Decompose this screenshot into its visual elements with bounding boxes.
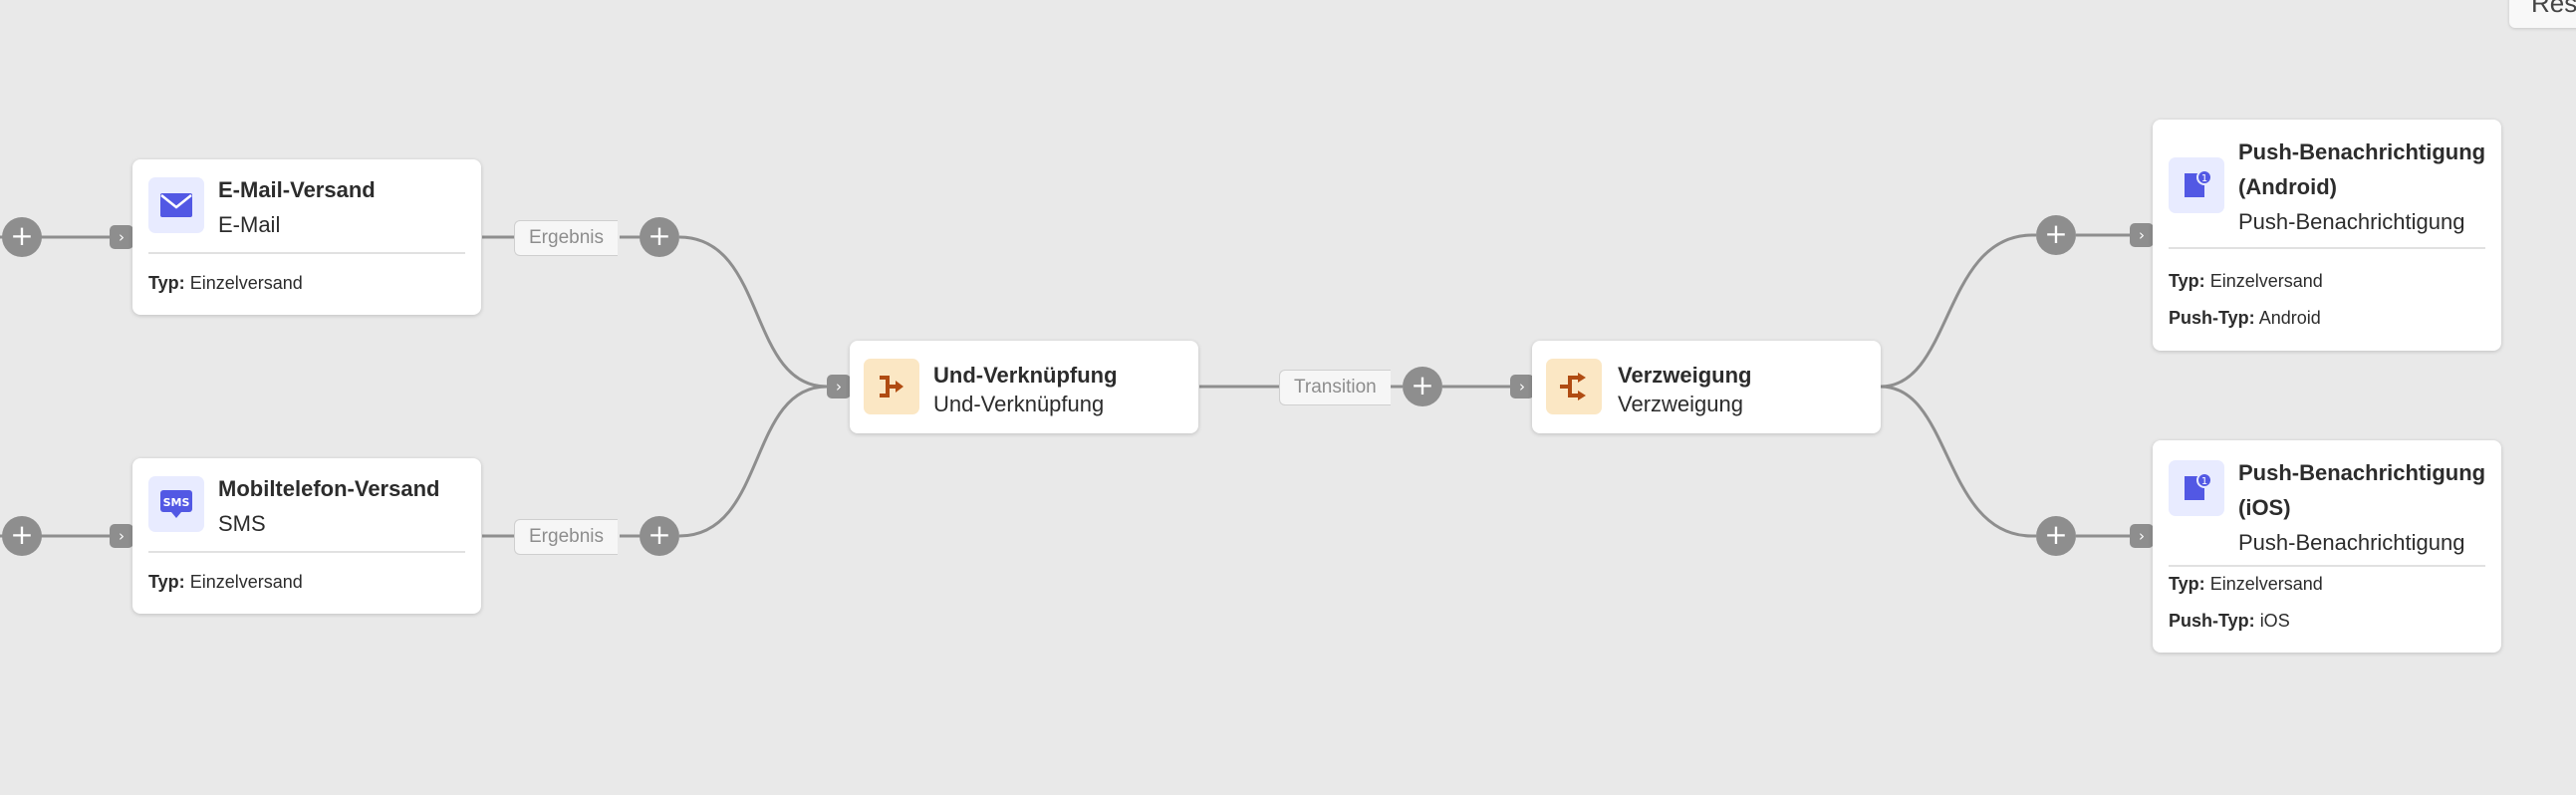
divider: [2169, 247, 2485, 249]
connector-email-to-join: [678, 235, 839, 389]
node-subtitle: Und-Verknüpfung: [933, 392, 1105, 416]
divider: [2169, 565, 2485, 567]
connector-fork-to-android: [1880, 233, 2036, 389]
fork-node[interactable]: Verzweigung Verzweigung: [1532, 341, 1881, 433]
node-property: Push-Typ: Android: [2169, 308, 2321, 328]
connector-fork-to-ios: [1880, 385, 2036, 538]
svg-text:1: 1: [2201, 173, 2207, 184]
and-join-node[interactable]: Und-Verknüpfung Und-Verknüpfung: [850, 341, 1198, 433]
divider: [148, 252, 465, 254]
node-title: Push-Benachrichtigung: [2238, 460, 2486, 485]
push-notification-icon: 1: [2169, 460, 2224, 516]
email-envelope-icon: [148, 177, 204, 233]
and-join-icon: [864, 359, 919, 414]
add-activity-button[interactable]: +: [2036, 516, 2076, 556]
sms-input-port[interactable]: ›: [110, 524, 133, 548]
node-property: Typ: Einzelversand: [2169, 574, 2323, 594]
node-subtitle: Push-Benachrichtigung: [2238, 209, 2465, 234]
add-activity-button[interactable]: +: [1403, 367, 1442, 406]
divider: [148, 551, 465, 553]
node-title: Verzweigung: [1618, 363, 1752, 388]
fork-input-port[interactable]: ›: [1510, 375, 1534, 398]
node-title: Und-Verknüpfung: [933, 363, 1118, 388]
node-subtitle: Push-Benachrichtigung: [2238, 530, 2465, 555]
email-delivery-node[interactable]: E-Mail-Versand E-Mail Typ: Einzelversand: [132, 159, 481, 315]
node-property: Typ: Einzelversand: [2169, 271, 2323, 291]
node-subtitle: SMS: [218, 511, 266, 536]
svg-text:1: 1: [2201, 476, 2207, 487]
node-property: Push-Typ: iOS: [2169, 611, 2290, 631]
fork-icon: [1546, 359, 1602, 414]
node-title: Push-Benachrichtigung: [2238, 139, 2486, 164]
add-activity-button[interactable]: +: [640, 516, 679, 556]
node-title-suffix: (Android): [2238, 174, 2337, 199]
join-transition[interactable]: Transition: [1279, 370, 1391, 405]
push-notification-icon: 1: [2169, 157, 2224, 213]
add-activity-button[interactable]: +: [2, 516, 42, 556]
sms-result-transition[interactable]: Ergebnis: [514, 519, 618, 555]
reset-button[interactable]: Res: [2509, 0, 2576, 28]
node-subtitle: Verzweigung: [1618, 392, 1743, 416]
node-title: E-Mail-Versand: [218, 177, 376, 202]
join-input-port[interactable]: ›: [827, 375, 851, 398]
sms-delivery-node[interactable]: SMS Mobiltelefon-Versand SMS Typ: Einzel…: [132, 458, 481, 614]
connector-sms-to-join: [678, 385, 828, 538]
node-property: Typ: Einzelversand: [148, 273, 303, 293]
email-input-port[interactable]: ›: [110, 225, 133, 249]
add-activity-button[interactable]: +: [2, 217, 42, 257]
node-subtitle: E-Mail: [218, 212, 281, 237]
svg-text:SMS: SMS: [163, 496, 190, 509]
sms-icon: SMS: [148, 476, 204, 532]
push-android-node[interactable]: 1 Push-Benachrichtigung (Android) Push-B…: [2153, 120, 2501, 351]
ios-input-port[interactable]: ›: [2130, 524, 2154, 548]
add-activity-button[interactable]: +: [640, 217, 679, 257]
node-property: Typ: Einzelversand: [148, 572, 303, 592]
node-title-suffix: (iOS): [2238, 495, 2291, 520]
node-title: Mobiltelefon-Versand: [218, 476, 440, 501]
email-result-transition[interactable]: Ergebnis: [514, 220, 618, 256]
add-activity-button[interactable]: +: [2036, 215, 2076, 255]
android-input-port[interactable]: ›: [2130, 223, 2154, 247]
push-ios-node[interactable]: 1 Push-Benachrichtigung (iOS) Push-Benac…: [2153, 440, 2501, 653]
